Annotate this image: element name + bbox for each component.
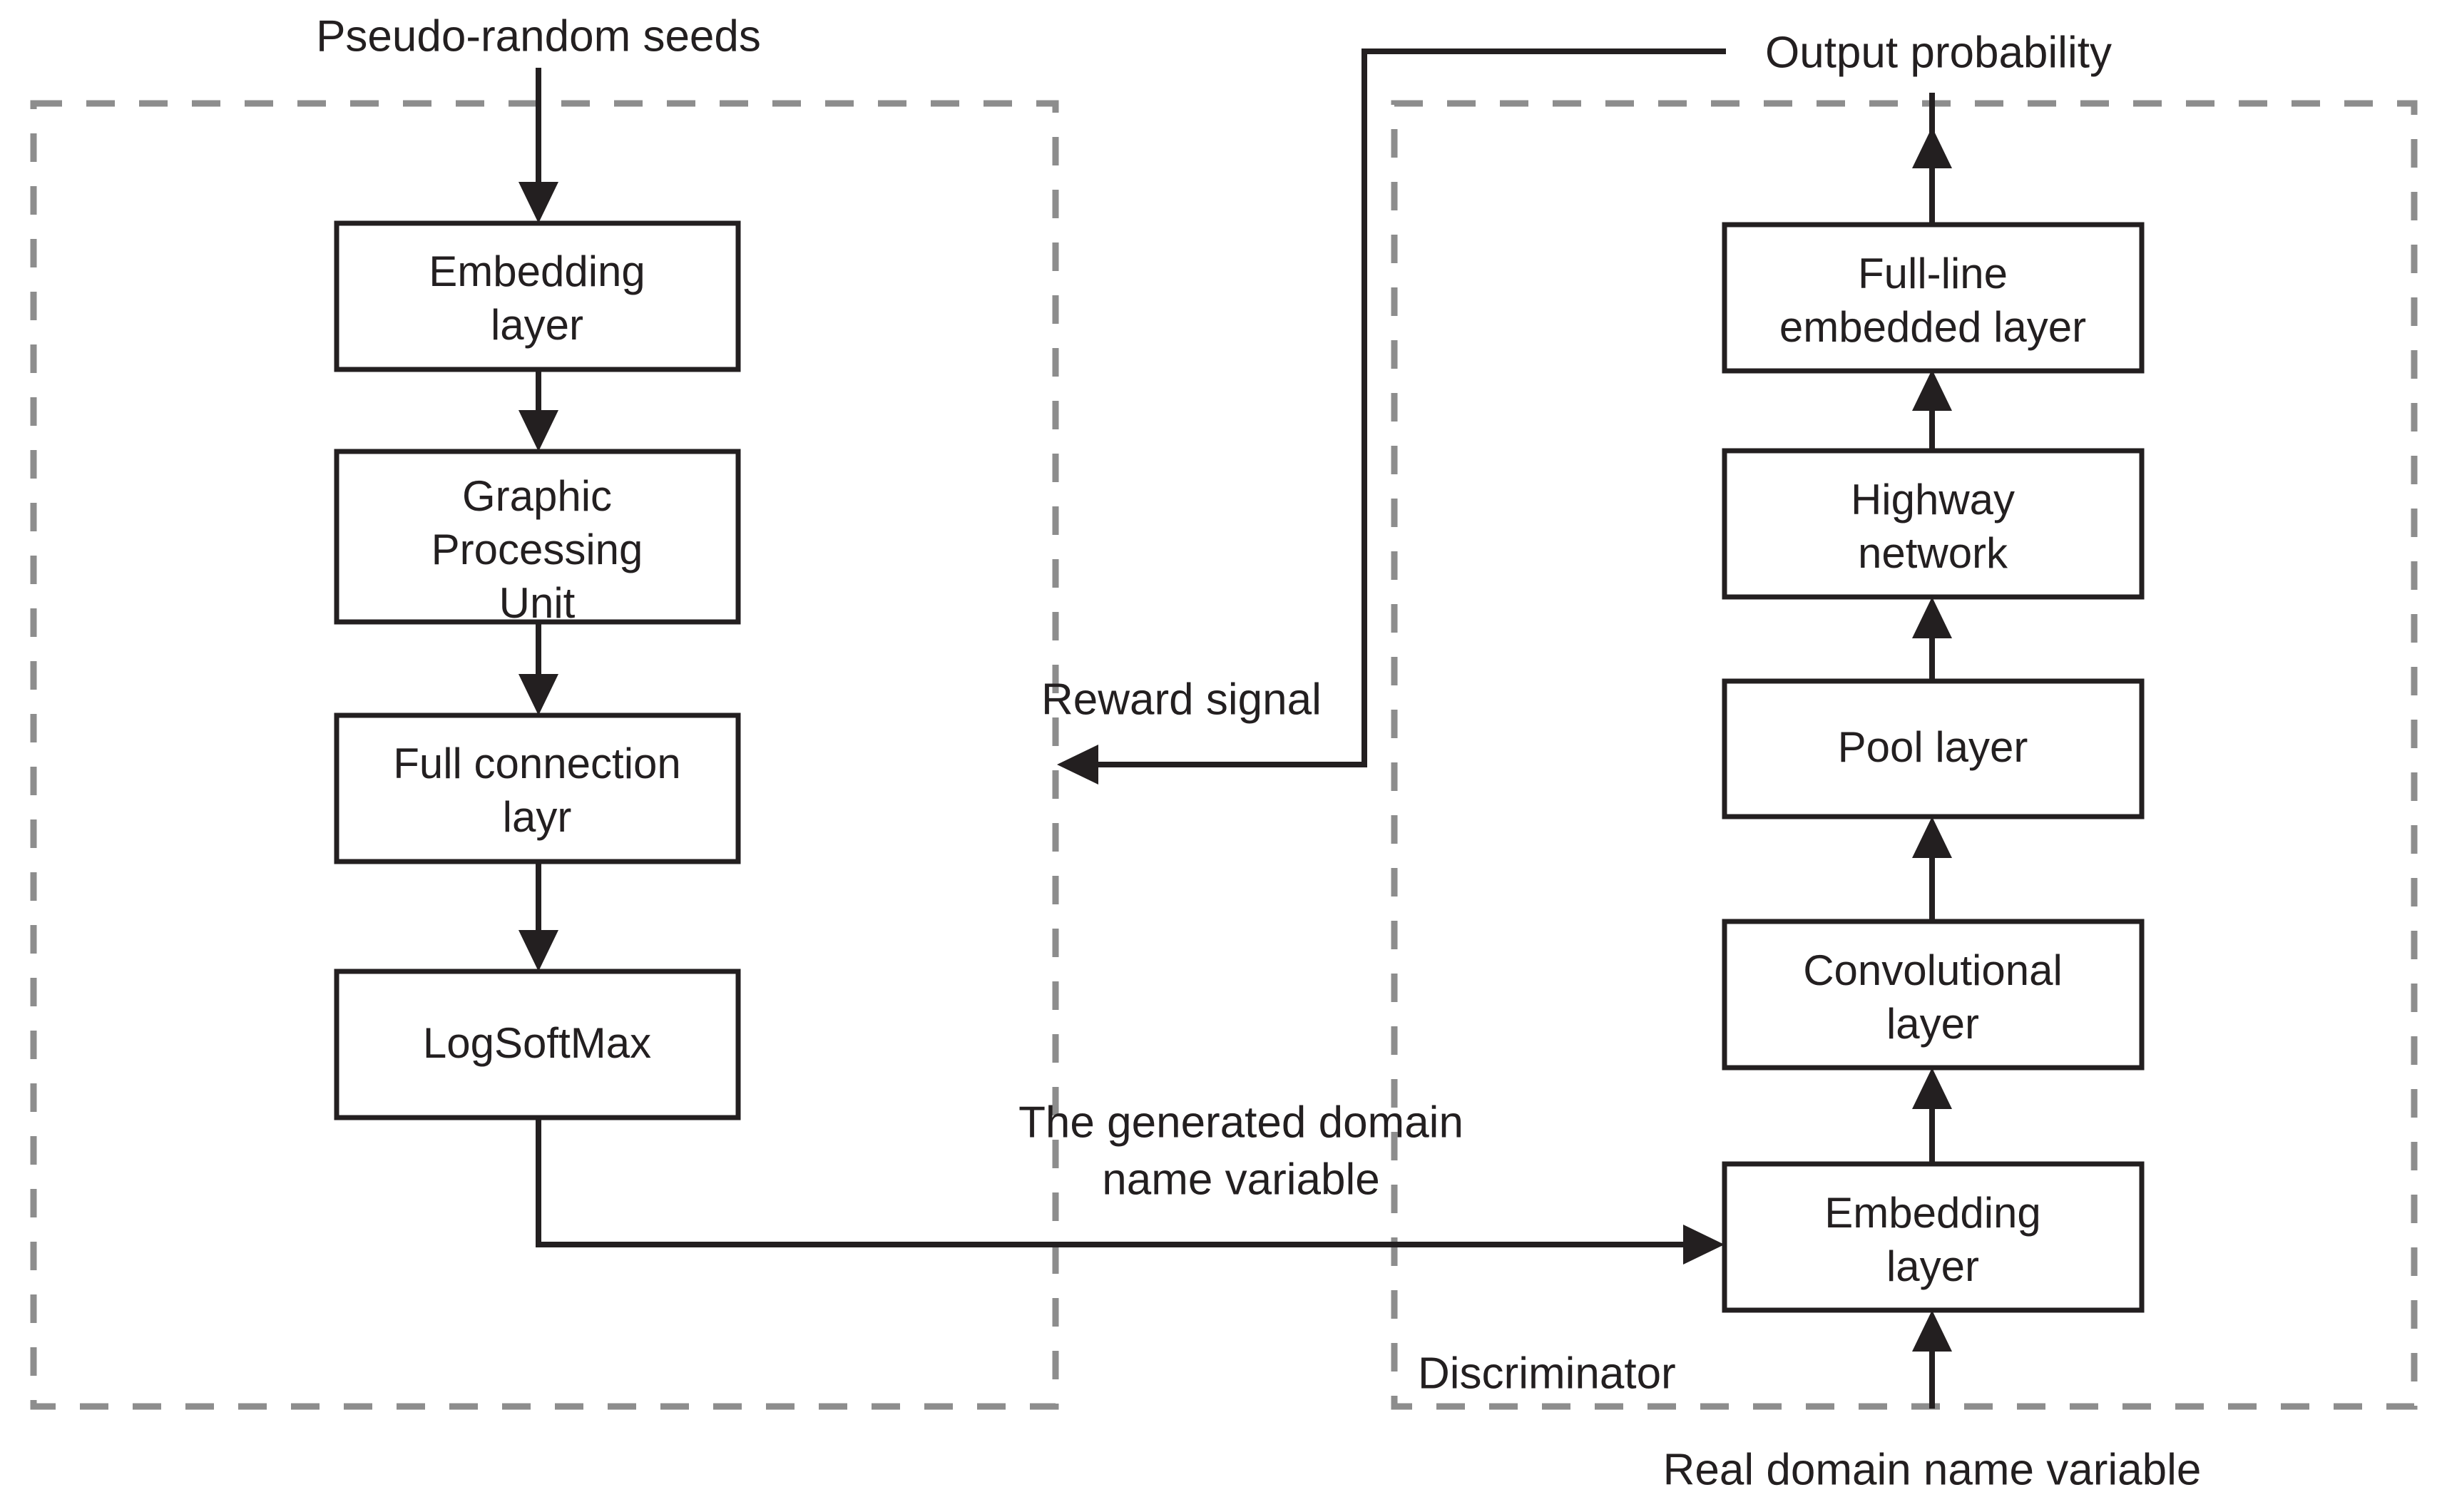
arrowhead-fc-to-logsoftmax: [518, 930, 558, 971]
disc-highway-label-line1: Highway: [1851, 476, 2015, 523]
gen-gpu-label-line1: Graphic: [462, 472, 612, 520]
gen-embedding-label-line2: layer: [491, 301, 583, 349]
gen-fc-label-line2: layr: [503, 793, 572, 841]
gen-fc-box: [334, 712, 741, 864]
arrowhead-gpu-to-fc: [518, 674, 558, 715]
disc-embedding-block: Embedding layer: [1722, 1161, 2145, 1313]
arrowhead-reward-signal: [1057, 745, 1098, 785]
arrowhead-highway-to-fullline: [1912, 369, 1952, 411]
arrowhead-realdomain-to-embedding: [1912, 1310, 1952, 1352]
disc-pool-block: Pool layer: [1722, 678, 2145, 819]
disc-highway-box: [1722, 448, 2145, 600]
reward-signal-label: Reward signal: [1041, 675, 1322, 724]
gen-gpu-label-line2: Processing: [431, 526, 643, 573]
gen-fc-block: Full connection layr: [334, 712, 741, 864]
gen-embedding-block: Embedding layer: [334, 220, 741, 372]
pseudo-random-seeds-label: Pseudo-random seeds: [316, 11, 761, 61]
disc-embedding-label-line1: Embedding: [1824, 1189, 2041, 1237]
generated-domain-label-line2: name variable: [1102, 1155, 1379, 1204]
disc-conv-box: [1722, 919, 2145, 1071]
gen-fc-label-line1: Full connection: [393, 740, 681, 787]
disc-fullline-label-line1: Full-line: [1858, 250, 2008, 297]
arrowhead-disc-output-up: [1912, 127, 1952, 168]
disc-embedding-label-line2: layer: [1886, 1242, 1979, 1290]
disc-conv-label-line1: Convolutional: [1803, 946, 2063, 994]
gen-logsoftmax-label: LogSoftMax: [423, 1019, 651, 1067]
arrowhead-discembedding-to-conv: [1912, 1068, 1952, 1109]
arrowhead-embedding-to-gpu: [518, 410, 558, 451]
disc-embedding-box: [1722, 1161, 2145, 1313]
disc-fullline-box: [1722, 222, 2145, 374]
disc-highway-block: Highway network: [1722, 448, 2145, 600]
disc-fullline-label-line2: embedded layer: [1779, 303, 2086, 351]
output-probability-label: Output probability: [1765, 28, 2112, 77]
edge-generated-domain-path: [536, 1118, 1703, 1247]
disc-pool-box: [1722, 678, 2145, 819]
arrowhead-seeds-to-embedding: [518, 182, 558, 223]
disc-fullline-block: Full-line embedded layer: [1722, 222, 2145, 374]
arrowhead-pool-to-highway: [1912, 597, 1952, 638]
edge-reward-signal-path: [1091, 48, 1726, 767]
arrowhead-conv-to-pool: [1912, 817, 1952, 858]
gen-gpu-label-line3: Unit: [499, 579, 576, 627]
discriminator-group-label: Discriminator: [1418, 1349, 1676, 1398]
generated-domain-label-line1: The generated domain: [1018, 1098, 1463, 1147]
disc-highway-label-line2: network: [1858, 529, 2008, 577]
disc-conv-label-line2: layer: [1886, 1000, 1979, 1048]
arrowhead-generated-domain: [1683, 1225, 1725, 1265]
gen-embedding-label-line1: Embedding: [429, 247, 645, 295]
gen-logsoftmax-block: LogSoftMax: [334, 969, 741, 1120]
gen-logsoftmax-box: [334, 969, 741, 1120]
gen-gpu-box: [334, 449, 741, 625]
gen-gpu-block: Graphic Processing Unit: [334, 449, 741, 627]
disc-pool-label: Pool layer: [1838, 723, 2028, 771]
disc-conv-block: Convolutional layer: [1722, 919, 2145, 1071]
real-domain-label: Real domain name variable: [1663, 1445, 2202, 1494]
